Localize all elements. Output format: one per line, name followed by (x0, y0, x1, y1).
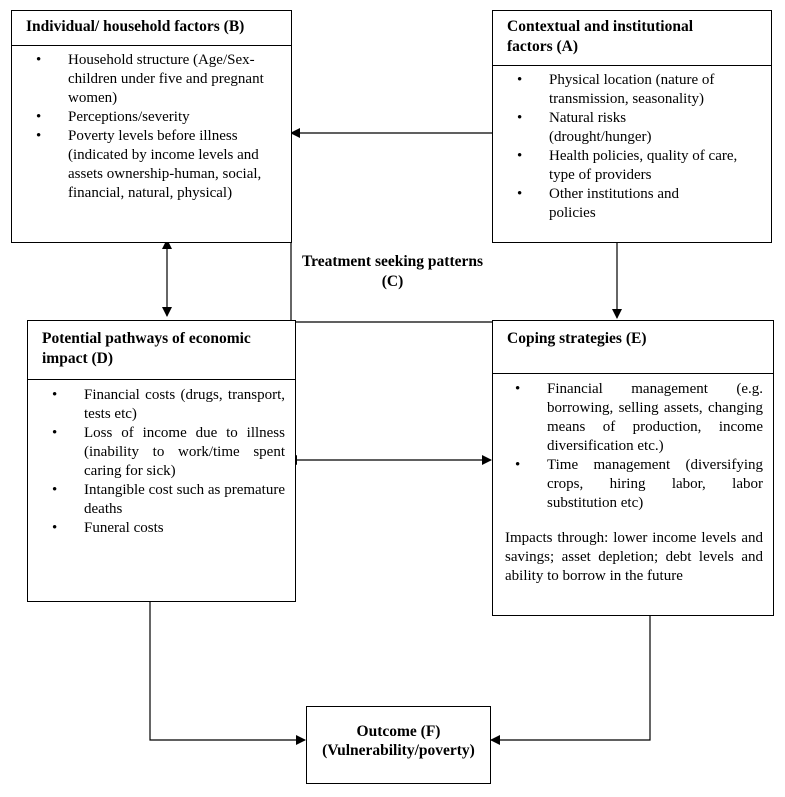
box-d-item: •Intangible cost such as premature death… (52, 482, 285, 517)
box-a-title: Contextual and institutional factors (A) (507, 18, 694, 55)
box-individual-household-factors: Individual/ household factors (B) •House… (11, 10, 292, 243)
box-a-item: •Natural risks (drought/hunger) (517, 110, 652, 145)
box-e-item: •Financial management (e.g. borrowing, s… (515, 381, 763, 454)
treatment-seeking-label: Treatment seeking patterns (C) (301, 253, 484, 290)
box-d-item: •Loss of income due to illness (inabilit… (52, 425, 285, 479)
box-b-item: •Perceptions/severity (36, 109, 190, 125)
box-coping-strategies: Coping strategies (E) •Financial managem… (492, 320, 774, 616)
arrow-e-to-f (490, 616, 651, 745)
box-d-title: Potential pathways of economic impact (D… (42, 330, 251, 367)
box-b-item: •Household structure (Age/Sex-children u… (36, 52, 264, 106)
box-e-item: •Time management (diversifying crops, hi… (515, 457, 763, 511)
box-d-list: •Financial costs (drugs, transport, test… (42, 386, 285, 538)
box-e-title: Coping strategies (E) (507, 330, 647, 347)
box-a-item: •Health policies, quality of care, type … (517, 148, 738, 183)
box-outcome: Outcome (F) (Vulnerability/poverty) (306, 706, 491, 784)
box-b-item: •Poverty levels before illness (indicate… (36, 128, 262, 201)
box-economic-impact-pathways: Potential pathways of economic impact (D… (27, 320, 296, 602)
box-e-list: •Financial management (e.g. borrowing, s… (505, 380, 763, 513)
box-a-item: •Other institutions and policies (517, 186, 679, 221)
arrow-d-to-f (149, 602, 306, 745)
outcome-subtitle: (Vulnerability/poverty) (322, 742, 475, 759)
box-b-title: Individual/ household factors (B) (26, 18, 245, 35)
box-d-item: •Funeral costs (52, 520, 164, 536)
box-b-list: •Household structure (Age/Sex-children u… (26, 51, 281, 203)
box-a-item: •Physical location (nature of transmissi… (517, 72, 715, 107)
box-a-list: •Physical location (nature of transmissi… (507, 71, 761, 223)
outcome-title: Outcome (F) (356, 723, 441, 740)
box-d-item: •Financial costs (drugs, transport, test… (52, 387, 285, 422)
box-contextual-institutional-factors: Contextual and institutional factors (A)… (492, 10, 772, 243)
box-e-impacts-note: Impacts through: lower income levels and… (505, 530, 763, 584)
